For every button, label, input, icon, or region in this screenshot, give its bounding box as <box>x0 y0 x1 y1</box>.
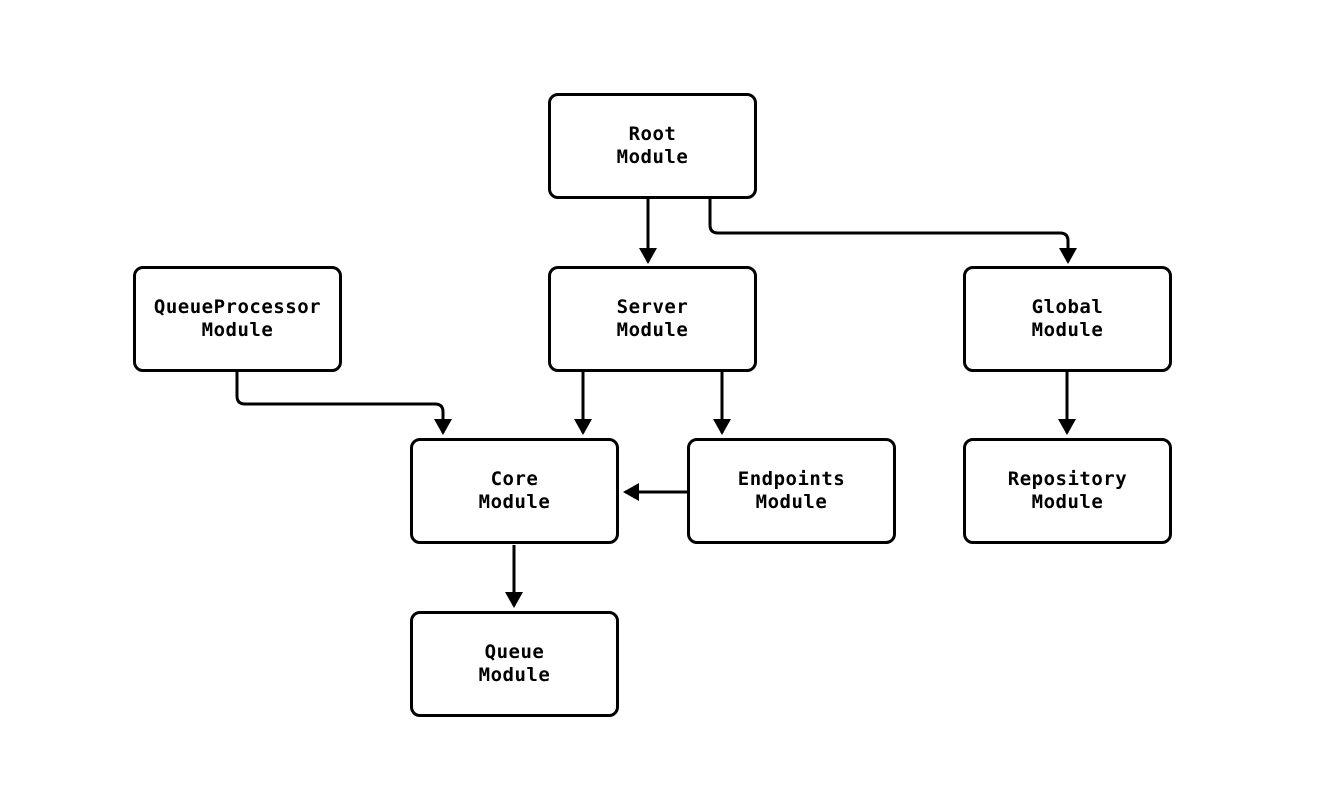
node-root-module: Root Module <box>548 93 757 199</box>
node-repository-module-label: Repository Module <box>1007 468 1128 513</box>
node-queue-module: Queue Module <box>410 611 619 717</box>
node-endpoints-module: Endpoints Module <box>687 438 896 544</box>
edge-queueprocessor-to-core <box>235 372 452 435</box>
node-global-module-label: Global Module <box>1031 296 1104 341</box>
node-repository-module: Repository Module <box>963 438 1172 544</box>
node-queueprocessor-module: QueueProcessor Module <box>133 266 342 372</box>
node-root-module-label: Root Module <box>616 123 689 168</box>
node-server-module: Server Module <box>548 266 757 372</box>
node-global-module: Global Module <box>963 266 1172 372</box>
node-core-module: Core Module <box>410 438 619 544</box>
node-core-module-label: Core Module <box>478 468 551 513</box>
node-queue-module-label: Queue Module <box>478 641 551 686</box>
node-server-module-label: Server Module <box>616 296 689 341</box>
edge-root-to-global <box>708 198 1077 264</box>
node-endpoints-module-label: Endpoints Module <box>737 468 846 513</box>
node-queueprocessor-module-label: QueueProcessor Module <box>153 296 322 341</box>
